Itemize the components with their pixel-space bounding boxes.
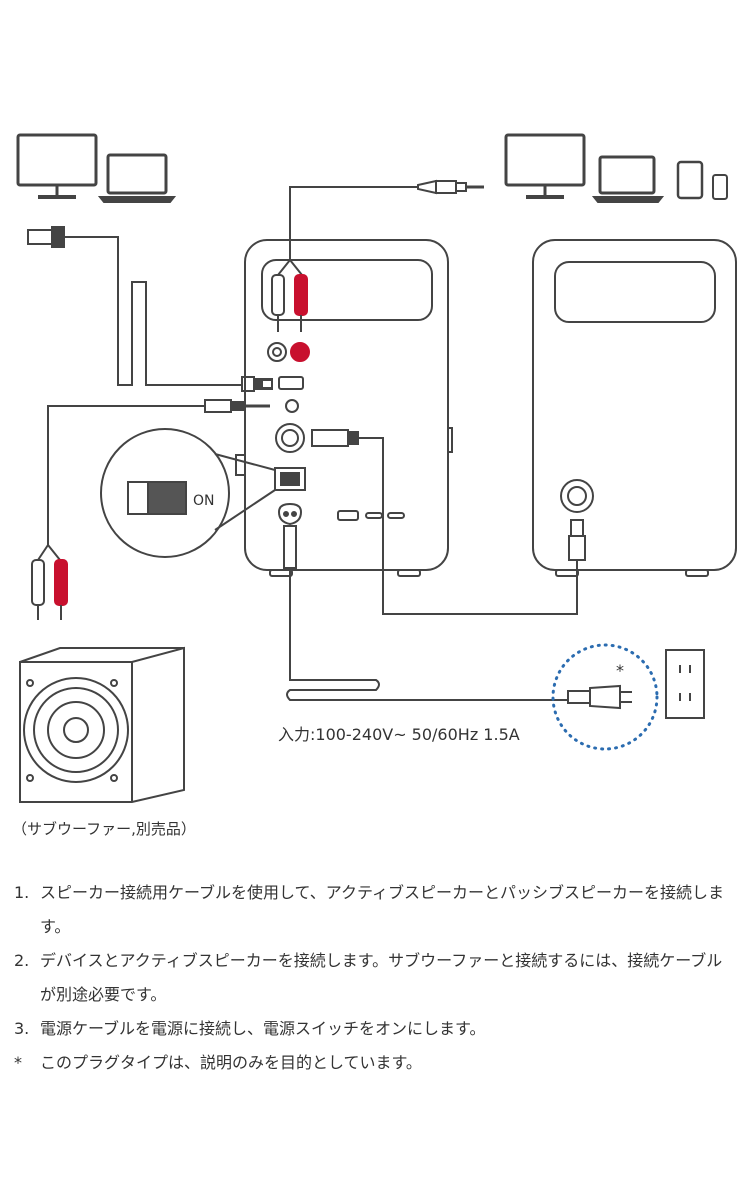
instruction-step-2: 2. デバイスとアクティブスピーカーを接続します。サブウーファーと接続するには、… <box>14 944 734 1012</box>
power-spec-label: 入力:100-240V~ 50/60Hz 1.5A <box>278 725 520 744</box>
step-text: 電源ケーブルを電源に接続し、電源スイッチをオンにします。 <box>40 1019 486 1038</box>
power-plug-icon <box>567 684 632 710</box>
wall-outlet-icon <box>665 649 705 719</box>
instructions-list: 1. スピーカー接続用ケーブルを使用して、アクティブスピーカーとパッシブスピーカ… <box>14 876 734 1080</box>
instruction-step-3: 3. 電源ケーブルを電源に接続し、電源スイッチをオンにします。 <box>14 1012 734 1046</box>
note-mark: * <box>14 1053 22 1072</box>
phone-icon <box>712 174 728 200</box>
subwoofer-caption: （サブウーファー,別売品） <box>12 820 196 838</box>
connection-diagram: ON * 入力:100-240V~ 50/60Hz 1.5A <box>16 133 737 803</box>
step-text: デバイスとアクティブスピーカーを接続します。サブウーファーと接続するには、接続ケ… <box>40 951 723 1004</box>
instruction-note: * このプラグタイプは、説明のみを目的としています。 <box>14 1046 734 1080</box>
switch-label: ON <box>193 493 215 509</box>
laptop-icon <box>97 153 177 203</box>
laptop-icon <box>591 155 665 203</box>
passive-speaker <box>532 239 737 577</box>
instruction-step-1: 1. スピーカー接続用ケーブルを使用して、アクティブスピーカーとパッシブスピーカ… <box>14 876 734 944</box>
desktop-monitor-icon <box>504 133 586 199</box>
step-number: 3. <box>14 1019 30 1038</box>
desktop-monitor-icon <box>16 133 98 199</box>
subwoofer-icon <box>19 646 185 803</box>
plug-note-mark: * <box>616 661 624 680</box>
note-text: このプラグタイプは、説明のみを目的としています。 <box>40 1053 422 1072</box>
rca-plug-icon <box>271 274 308 332</box>
rca-plug-icon <box>31 559 68 620</box>
step-number: 2. <box>14 951 30 970</box>
step-text: スピーカー接続用ケーブルを使用して、アクティブスピーカーとパッシブスピーカーを接… <box>40 883 725 936</box>
tablet-icon <box>676 160 704 200</box>
audio-jack-icon <box>417 179 484 195</box>
audio-jack-icon <box>204 399 270 413</box>
active-speaker <box>235 239 453 577</box>
usb-plug-icon <box>27 226 65 248</box>
step-number: 1. <box>14 883 30 902</box>
